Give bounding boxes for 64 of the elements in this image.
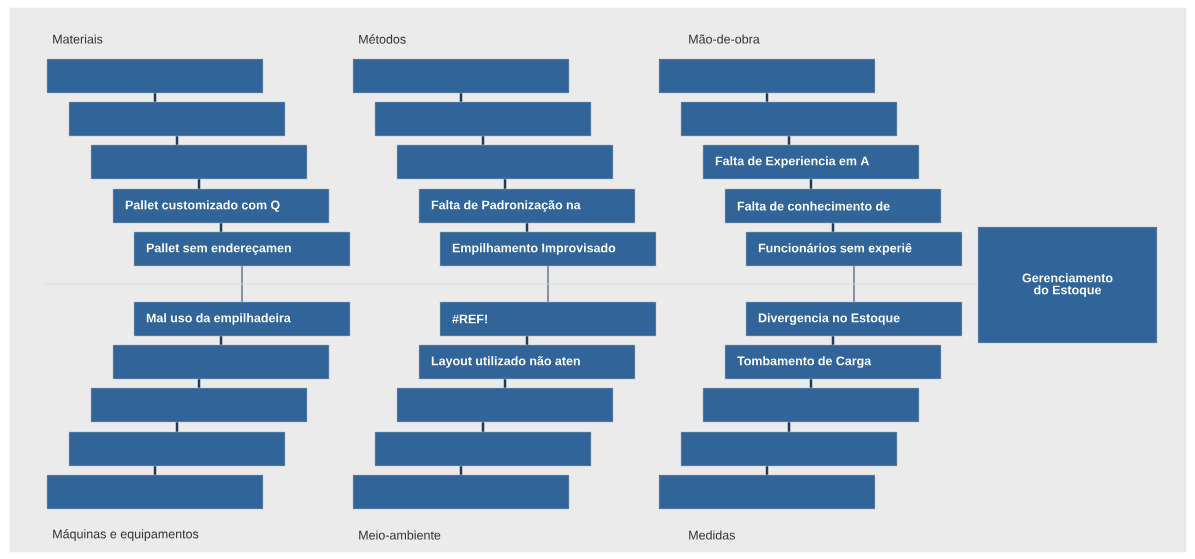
connector-line bbox=[197, 179, 201, 189]
connector-line bbox=[219, 336, 223, 345]
connector-line bbox=[525, 336, 529, 345]
empty-box bbox=[46, 58, 264, 94]
connector-line bbox=[503, 179, 507, 189]
cause-box: Falta de conhecimento de bbox=[724, 188, 942, 224]
empty-box bbox=[702, 387, 920, 423]
empty-box bbox=[68, 431, 286, 467]
empty-box bbox=[680, 431, 898, 467]
empty-box bbox=[46, 474, 264, 510]
cause-box: Mal uso da empilhadeira bbox=[133, 301, 351, 337]
connector-line bbox=[241, 265, 243, 303]
empty-box bbox=[352, 474, 570, 510]
cause-box: #REF! bbox=[439, 301, 657, 337]
empty-box bbox=[396, 387, 614, 423]
cause-box: Divergencia no Estoque bbox=[745, 301, 963, 337]
connector-line bbox=[153, 466, 157, 475]
empty-box bbox=[68, 101, 286, 137]
connector-line bbox=[219, 223, 223, 232]
connector-line bbox=[503, 379, 507, 388]
category-label: Métodos bbox=[359, 34, 406, 44]
cause-box: Falta de Padronização na bbox=[418, 188, 636, 224]
cause-box: Tombamento de Carga bbox=[724, 344, 942, 380]
cause-box: Pallet sem endereçamen bbox=[133, 231, 351, 267]
empty-box bbox=[90, 144, 308, 180]
connector-line bbox=[831, 223, 835, 232]
empty-box bbox=[396, 144, 614, 180]
cause-box: Pallet customizado com Q bbox=[112, 188, 330, 224]
cause-box: Layout utilizado não aten bbox=[418, 344, 636, 380]
connector-line bbox=[197, 379, 201, 388]
connector-line bbox=[525, 223, 529, 232]
empty-box bbox=[374, 101, 592, 137]
connector-line bbox=[481, 422, 485, 432]
cause-box: Falta de Experiencia em A bbox=[702, 144, 920, 180]
connector-line bbox=[809, 179, 813, 189]
connector-line bbox=[809, 379, 813, 388]
empty-box bbox=[352, 58, 570, 94]
connector-line bbox=[547, 265, 549, 303]
connector-line bbox=[787, 136, 791, 145]
connector-line bbox=[831, 336, 835, 345]
empty-box bbox=[658, 58, 876, 94]
category-label: Medidas bbox=[689, 530, 735, 540]
connector-line bbox=[175, 136, 179, 145]
cause-box: Empilhamento Improvisado bbox=[439, 231, 657, 267]
cause-box: Funcionários sem experiê bbox=[745, 231, 963, 267]
empty-box bbox=[374, 431, 592, 467]
connector-line bbox=[459, 93, 463, 102]
connector-line bbox=[853, 265, 855, 303]
connector-line bbox=[459, 466, 463, 475]
empty-box bbox=[112, 344, 330, 380]
empty-box bbox=[680, 101, 898, 137]
category-label: Meio-ambiente bbox=[359, 530, 441, 540]
connector-line bbox=[765, 466, 769, 475]
connector-line bbox=[175, 422, 179, 432]
connector-line bbox=[787, 422, 791, 432]
effect-box: Gerenciamento do Estoque bbox=[977, 226, 1158, 344]
empty-box bbox=[658, 474, 876, 510]
category-label: Materiais bbox=[53, 34, 103, 44]
connector-line bbox=[765, 93, 769, 102]
connector-line bbox=[481, 136, 485, 145]
category-label: Mão-de-obra bbox=[689, 34, 760, 44]
empty-box bbox=[90, 387, 308, 423]
connector-line bbox=[153, 93, 157, 102]
category-label: Máquinas e equipamentos bbox=[53, 529, 199, 541]
